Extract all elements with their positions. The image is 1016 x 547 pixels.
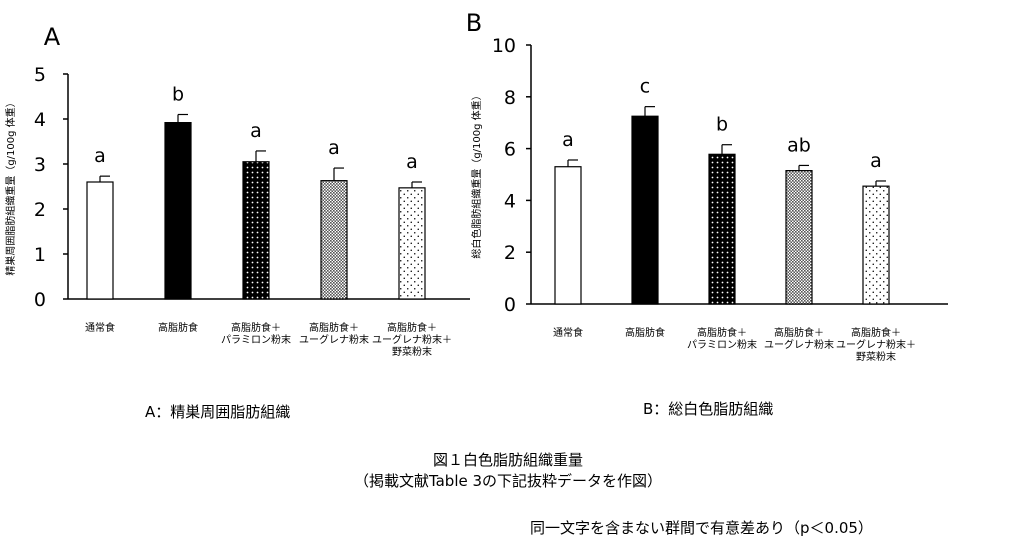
panel-a-category-label-1: 高脂肪食 — [158, 321, 198, 334]
panel-b-label: B — [466, 9, 482, 37]
panel-b-bar-2 — [708, 153, 736, 305]
panel-b-bar-3 — [785, 170, 813, 305]
panel-b-y-tick-label-3: 6 — [504, 139, 516, 161]
panel-b-y-axis-label: 総白色脂肪組織重量（g/100g 体重） — [470, 90, 483, 258]
panel-a-letter-3: a — [328, 137, 340, 159]
panel-a-y-tick-label-3: 3 — [34, 154, 46, 176]
panel-a-y-tick-label-2: 2 — [34, 199, 46, 221]
panel-b-y-tick-label-2: 4 — [504, 190, 516, 212]
panel-a-y-tick-label-1: 1 — [34, 244, 46, 266]
panel-a-bar-0 — [86, 181, 114, 300]
panel-a-category-label-3: 高脂肪食＋ — [309, 321, 359, 334]
panel-b-bar-1 — [631, 115, 659, 305]
panel-a-letter-2: a — [250, 120, 262, 142]
panel-b-bar-0 — [554, 166, 582, 305]
panel-b-category-label-4: ユーグレナ粉末＋ — [836, 338, 916, 351]
panel-a-category-label-4: 高脂肪食＋ — [387, 321, 437, 334]
panel-b-caption: B：総白色脂肪組織 — [643, 400, 774, 418]
figure-title: 図１白色脂肪組織重量 — [432, 451, 583, 469]
panel-b-category-label-1: 高脂肪食 — [625, 326, 665, 339]
panel-b-category-label-4: 高脂肪食＋ — [851, 326, 901, 339]
panel-b-category-label-3: 高脂肪食＋ — [774, 326, 824, 339]
panel-a-letter-0: a — [94, 145, 106, 167]
panel-a-caption: A：精巣周囲脂肪組織 — [145, 403, 291, 421]
panel-b-category-label-2: 高脂肪食＋ — [697, 326, 747, 339]
panel-b-letter-4: a — [870, 150, 882, 172]
panel-a-category-label-0: 通常食 — [85, 321, 115, 334]
panel-b-category-label-4: 野菜粉末 — [856, 350, 896, 363]
panel-a-bar-4 — [398, 187, 426, 300]
panel-a-y-tick-label-5: 5 — [34, 64, 46, 86]
panel-b-letter-1: c — [640, 76, 650, 98]
panel-b-letter-3: ab — [787, 134, 811, 156]
panel-b-category-label-0: 通常食 — [553, 326, 583, 339]
panel-a-category-label-2: 高脂肪食＋ — [231, 321, 281, 334]
panel-a-bar-1 — [164, 121, 192, 300]
panel-a-category-label-4: ユーグレナ粉末＋ — [372, 333, 452, 346]
figure-subtitle: （掲載文献Table 3の下記抜粋データを作図） — [353, 472, 663, 490]
panel-a-bar-3 — [320, 180, 348, 300]
panel-b-letter-0: a — [562, 129, 574, 151]
panel-b: B 0 2 4 6 8 10 総白色脂肪組織重量（g/100g 体重） a 通常食 c 高脂肪食 b 高脂… — [466, 9, 948, 363]
panel-b-bar-4 — [862, 185, 890, 305]
panel-a-category-label-3: ユーグレナ粉末 — [299, 333, 369, 346]
panel-a-y-axis-label: 精巣周囲脂肪組織重量（g/100g 体重） — [4, 97, 17, 275]
panel-a-letter-1: b — [172, 84, 184, 106]
panel-a-y-tick-label-0: 0 — [34, 289, 46, 311]
panel-b-y-tick-label-1: 2 — [504, 242, 516, 264]
panel-a-y-tick-label-4: 4 — [34, 109, 46, 131]
significance-note: 同一文字を含まない群間で有意差あり（p＜0.05） — [530, 519, 873, 537]
panel-b-y-tick-label-0: 0 — [504, 294, 516, 316]
panel-a-label: A — [44, 23, 61, 51]
panel-a-category-label-4: 野菜粉末 — [392, 345, 432, 358]
panel-b-y-tick-label-5: 10 — [492, 35, 516, 57]
panel-b-letter-2: b — [716, 114, 728, 136]
panel-b-category-label-2: パラミロン粉末 — [687, 338, 757, 351]
panel-a-bar-2 — [242, 161, 270, 300]
panel-a-category-label-2: パラミロン粉末 — [221, 333, 291, 346]
panel-a-letter-4: a — [406, 151, 418, 173]
panel-a: A 0 1 2 3 4 5 精巣周囲脂肪組織重量（g/100g 体重） a 通常食 b 高脂肪食 a 高脂… — [4, 23, 470, 358]
panel-b-y-tick-label-4: 8 — [504, 87, 516, 109]
panel-b-category-label-3: ユーグレナ粉末 — [764, 338, 834, 351]
